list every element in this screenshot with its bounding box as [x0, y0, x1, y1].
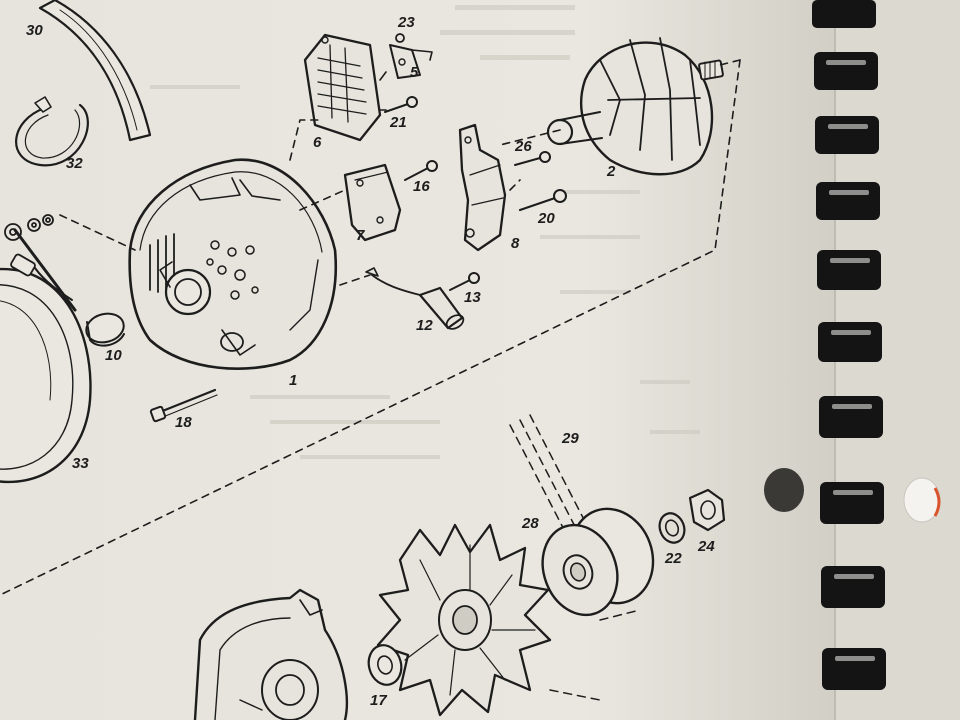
callout-18: 18 — [175, 414, 192, 431]
part-16-screw — [404, 160, 438, 181]
part-18-through-bolt — [149, 388, 218, 423]
callout-23: 23 — [398, 14, 415, 31]
part-24-nut — [688, 488, 726, 532]
part-32-retaining-ring — [15, 96, 89, 167]
callout-17: 17 — [370, 692, 387, 709]
callout-28: 28 — [522, 515, 539, 532]
part-28-pulley — [541, 507, 655, 617]
callout-12: 12 — [416, 317, 433, 334]
callout-7: 7 — [356, 227, 365, 244]
callout-10: 10 — [105, 347, 122, 364]
callout-20: 20 — [538, 210, 555, 227]
callout-22: 22 — [665, 550, 682, 567]
part-7-regulator — [343, 163, 402, 242]
part-30-strap — [38, 0, 152, 142]
callout-13: 13 — [464, 289, 481, 306]
part-fan — [376, 523, 552, 717]
callout-6: 6 — [313, 134, 322, 151]
washers-left — [4, 214, 54, 241]
part-2-rotor — [546, 37, 724, 176]
part-6-rectifier — [303, 33, 382, 142]
part-drive-end-housing — [193, 588, 348, 720]
part-17-spacer — [367, 644, 403, 686]
callout-8: 8 — [511, 235, 520, 252]
callout-30: 30 — [26, 22, 43, 39]
callout-26: 26 — [515, 138, 532, 155]
punched-hole — [764, 468, 804, 512]
part-12-capacitor — [365, 267, 465, 330]
callout-32: 32 — [66, 155, 83, 172]
assembly-lines — [0, 59, 741, 596]
part-8-brush-holder — [458, 123, 507, 252]
callout-33: 33 — [72, 455, 89, 472]
part-5-bracket — [379, 33, 433, 81]
part-1-housing — [128, 158, 338, 370]
callout-29: 29 — [562, 430, 579, 447]
callout-5: 5 — [410, 64, 419, 81]
part-20-screw — [518, 189, 567, 212]
callout-1: 1 — [289, 372, 298, 389]
part-21-screw — [384, 96, 418, 113]
callout-2: 2 — [607, 163, 616, 180]
callout-24: 24 — [698, 538, 715, 555]
part-26-screw — [514, 151, 551, 166]
callout-16: 16 — [413, 178, 430, 195]
callout-21: 21 — [390, 114, 407, 131]
part-13-screw — [449, 272, 480, 291]
part-10-bushing — [85, 312, 125, 347]
part-22-washer — [658, 512, 686, 544]
part-33-stator — [0, 228, 92, 484]
